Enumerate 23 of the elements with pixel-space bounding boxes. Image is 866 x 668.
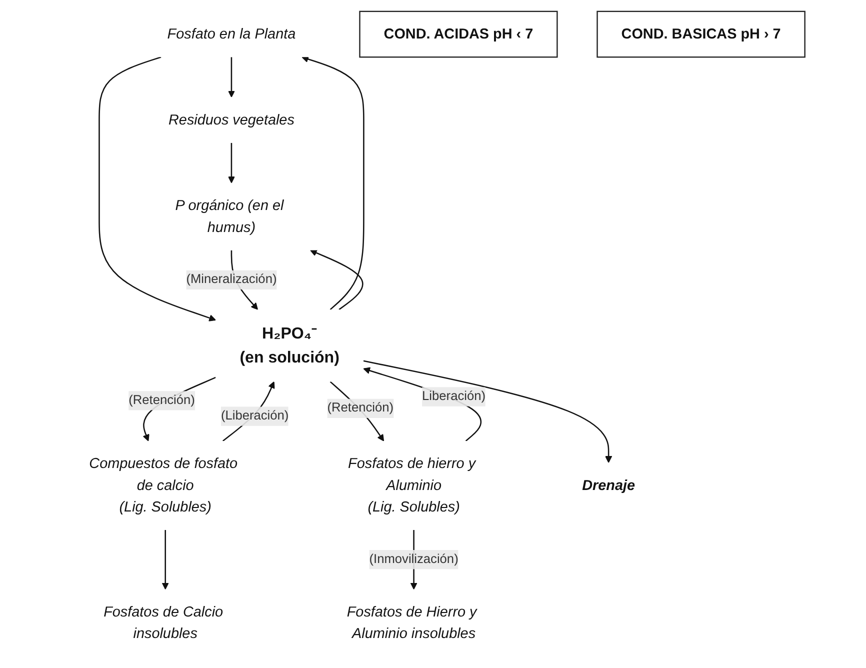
arrow	[228, 57, 235, 98]
node-text: Fosfatos de Calcio insolubles	[104, 604, 224, 642]
node-text: Drenaje	[582, 477, 636, 494]
edge-label: (Retención)	[327, 401, 394, 415]
arrow	[310, 250, 364, 310]
node-text: Fosfatos de hierro y Aluminio (Lig. Solubles)	[348, 455, 476, 515]
arrow	[162, 530, 169, 590]
node-text: P orgánico (en el humus)	[175, 197, 284, 236]
node-box: COND. ACIDAS pH ‹ 7	[359, 10, 558, 58]
edge-label: (Inmovilización)	[369, 552, 458, 566]
node-box: COND. BASICAS pH › 7	[596, 10, 806, 58]
edge-label: (Retención)	[128, 393, 195, 408]
node-text: Fosfatos de Hierro y Aluminio insolubles	[346, 604, 477, 642]
edge-label: (Liberación)	[220, 409, 289, 423]
node-text: Residuos vegetales	[168, 112, 294, 128]
edge-label: Liberación)	[422, 390, 486, 404]
node-text: Compuestos de fosfato de calcio (Lig. Solubles)	[89, 455, 238, 515]
arrow	[302, 56, 364, 310]
arrow	[98, 56, 216, 322]
node-text: H₂PO₄⁻ (en solución)	[240, 324, 340, 366]
edge-label: (Mineralización)	[186, 272, 277, 286]
node-text: Fosfato en la Planta	[167, 26, 296, 42]
arrow	[228, 142, 235, 184]
